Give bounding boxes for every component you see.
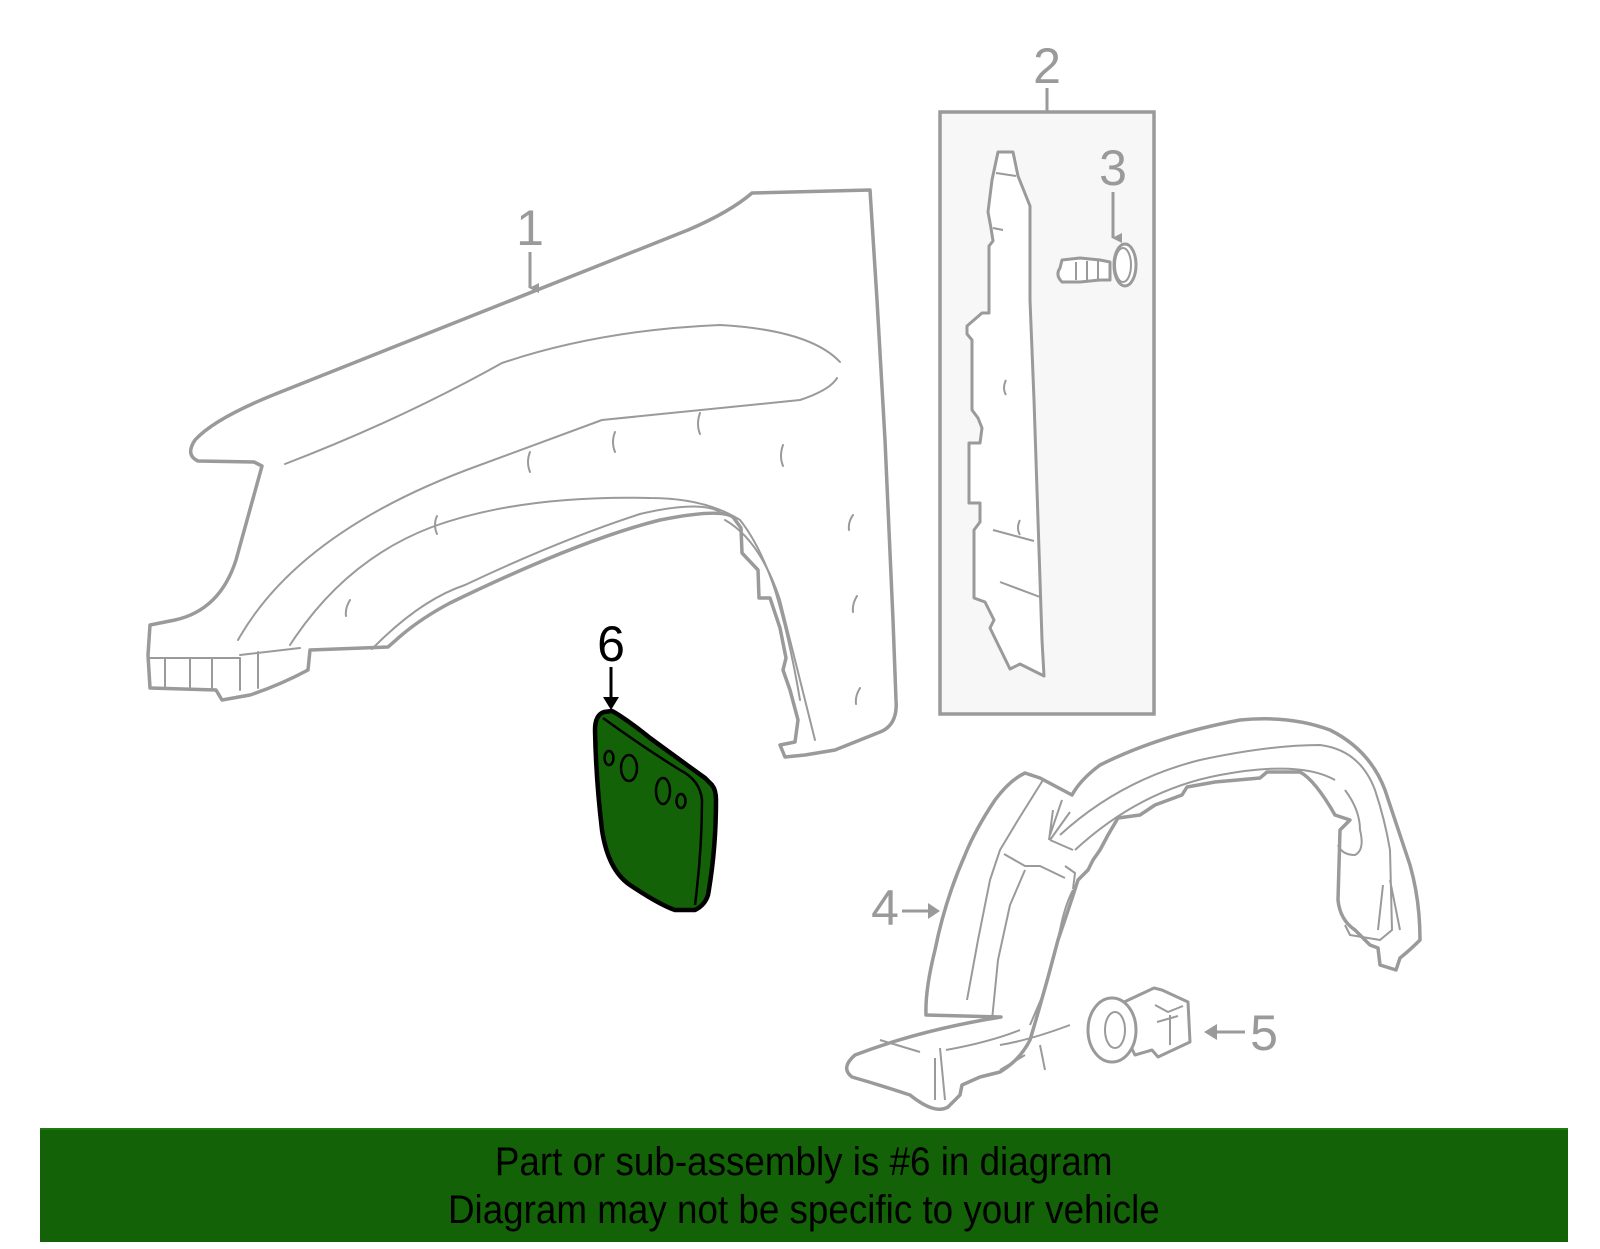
callout-3: 3 bbox=[1099, 140, 1127, 243]
fender-part[interactable] bbox=[146, 188, 898, 759]
callout-5: 5 bbox=[1204, 1005, 1278, 1061]
clip-part[interactable] bbox=[1086, 986, 1192, 1064]
info-banner: Part or sub-assembly is #6 in diagram Di… bbox=[40, 1128, 1568, 1242]
callout-4: 4 bbox=[871, 880, 940, 936]
bolt-part[interactable] bbox=[1056, 242, 1138, 288]
callout-6-label: 6 bbox=[597, 616, 625, 672]
callout-6: 6 bbox=[597, 616, 625, 710]
callout-4-label: 4 bbox=[871, 880, 899, 936]
fender-bracket-part[interactable] bbox=[965, 150, 1046, 678]
highlighted-part-6[interactable] bbox=[592, 708, 719, 913]
banner-line-disclaimer: Diagram may not be specific to your vehi… bbox=[448, 1188, 1160, 1232]
banner-line-part-number: Part or sub-assembly is #6 in diagram bbox=[495, 1140, 1113, 1184]
fender-liner-part[interactable] bbox=[845, 717, 1422, 1111]
callout-1: 1 bbox=[516, 200, 544, 293]
callout-2-label: 2 bbox=[1033, 38, 1061, 94]
callout-3-label: 3 bbox=[1099, 140, 1127, 196]
callout-5-label: 5 bbox=[1250, 1005, 1278, 1061]
callout-1-label: 1 bbox=[516, 200, 544, 256]
